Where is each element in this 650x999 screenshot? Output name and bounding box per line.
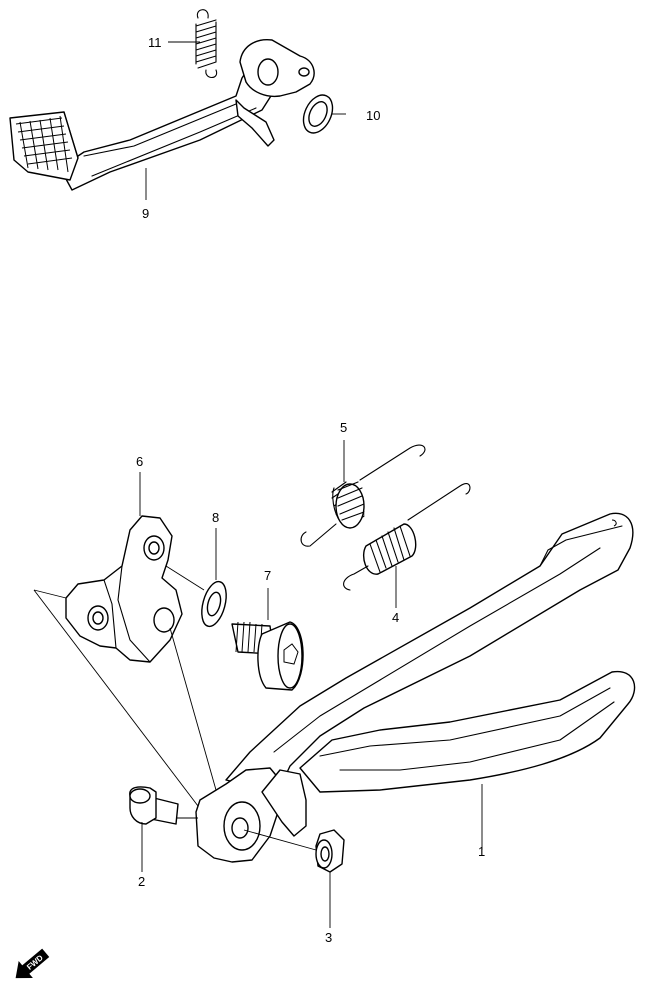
side-stand[interactable]	[195, 512, 636, 863]
fwd-arrow-icon	[15, 948, 50, 979]
washer[interactable]	[298, 90, 338, 137]
bolt[interactable]	[231, 621, 304, 691]
callout-8: 8	[212, 510, 219, 525]
footpad-knurl	[15, 115, 73, 173]
stand-spring-small[interactable]	[343, 483, 471, 591]
stand-washer[interactable]	[197, 579, 230, 629]
callout-3: 3	[325, 930, 332, 945]
return-spring[interactable]	[195, 9, 218, 79]
callout-labels: 1 2 3 4 5 6 7 8 9 10 11	[136, 35, 485, 945]
callout-1: 1	[478, 844, 485, 859]
leader-lines	[33, 41, 483, 928]
callout-5: 5	[340, 420, 347, 435]
callout-9: 9	[142, 206, 149, 221]
pivot-bolt[interactable]	[129, 786, 179, 825]
fwd-badge: FWD	[15, 948, 50, 979]
stand-bracket[interactable]	[65, 515, 183, 663]
brake-pedal[interactable]	[9, 39, 315, 191]
callout-10: 10	[366, 108, 380, 123]
callout-11: 11	[148, 35, 162, 50]
callout-4: 4	[392, 610, 399, 625]
callout-2: 2	[138, 874, 145, 889]
stand-spring-large[interactable]	[300, 444, 426, 547]
callout-7: 7	[264, 568, 271, 583]
callout-6: 6	[136, 454, 143, 469]
nut[interactable]	[315, 829, 345, 873]
